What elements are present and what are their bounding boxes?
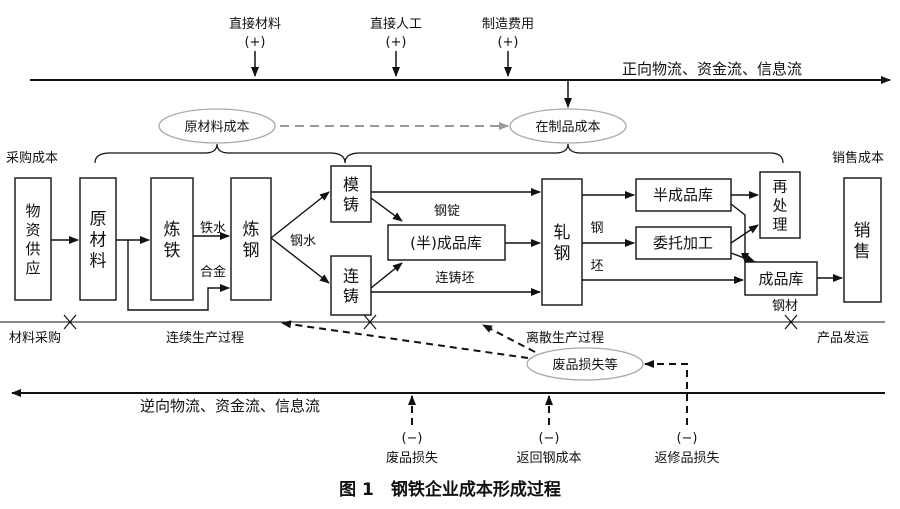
box-iron-label: 炼铁: [164, 220, 181, 261]
top-input-sign: (+): [244, 35, 265, 50]
figure-caption: 图 1 钢铁企业成本形成过程: [339, 479, 561, 500]
box-finished: [744, 261, 818, 296]
box-supply: [14, 177, 52, 301]
box-steel: [230, 177, 272, 301]
arrow-outsource-finished: [730, 252, 756, 263]
arrow-cont-store: [370, 262, 403, 289]
sales-cost-label: 销售成本: [832, 150, 884, 166]
box-semi-product-label: 半成品库: [653, 186, 713, 204]
box-sales: [843, 177, 882, 303]
top-input-material: 直接材料 (+): [229, 16, 281, 77]
bottom-input-sign: (−): [401, 431, 422, 446]
box-cont-casting: [330, 255, 372, 316]
top-input-label: 直接材料: [229, 16, 281, 32]
label-molten-iron: 铁水: [200, 221, 226, 236]
box-outsource-label: 委托加工: [653, 234, 713, 252]
box-semi-store-label: (半)成品库: [410, 234, 482, 252]
rework-loss-arrow: [644, 360, 688, 425]
top-input-label: 直接人工: [370, 16, 422, 32]
arrow-steel-cont: [270, 237, 330, 284]
purchase-cost-label: 采购成本: [6, 150, 58, 166]
box-rolling: [541, 178, 583, 306]
top-input-labor: 直接人工 (+): [370, 16, 422, 77]
loss-to-discrete-arrow: [482, 324, 536, 353]
label-steel-product: 钢材: [772, 299, 798, 314]
wip-cost-brace: [344, 143, 784, 164]
bottom-input-sign: (−): [676, 431, 697, 446]
label-roll-blank: 坯: [590, 259, 603, 274]
arrow-semi-finished: [730, 203, 749, 263]
forward-flow-label: 正向物流、资金流、信息流: [622, 60, 802, 78]
box-finished-label: 成品库: [758, 270, 803, 288]
raw-cost-label: 原材料成本: [184, 120, 249, 135]
bottom-input-label: 返修品损失: [654, 451, 719, 466]
label-alloy: 合金: [200, 264, 226, 280]
label-molten-steel: 钢水: [290, 234, 316, 249]
stage-purchase: 材料采购: [9, 330, 61, 346]
loss-ellipse: [526, 347, 644, 381]
stage-continuous: 连续生产过程: [166, 330, 244, 346]
box-cont-casting-label: 连铸: [343, 267, 359, 306]
arrow-steel-mold: [270, 191, 330, 239]
box-steel-label: 炼钢: [243, 220, 260, 261]
box-raw-material: [79, 177, 117, 301]
label-roll-steel: 钢: [590, 221, 603, 236]
box-sales-label: 销售: [854, 221, 871, 262]
reverse-flow-label: 逆向物流、资金流、信息流: [140, 397, 320, 415]
bottom-input-label: 废品损失: [386, 450, 438, 466]
top-input-label: 制造费用: [482, 17, 534, 32]
box-mold-casting-label: 模铸: [343, 175, 359, 214]
label-ingot: 钢锭: [434, 204, 460, 219]
loss-to-continuous-arrow: [281, 320, 529, 359]
loss-label: 废品损失等: [552, 357, 617, 373]
raw-cost-ellipse: [158, 108, 276, 144]
box-reprocess-label: 再处理: [772, 178, 787, 234]
bottom-input-sign: (−): [538, 431, 559, 446]
box-iron: [150, 177, 194, 301]
label-billet: 连铸坯: [435, 270, 474, 286]
arrow-raw-alloy: [127, 240, 230, 311]
top-input-overhead: 制造费用 (+): [482, 17, 534, 77]
wip-cost-label: 在制品成本: [535, 120, 600, 135]
box-outsource: [635, 226, 732, 260]
box-rolling-label: 轧钢: [554, 223, 571, 264]
stage-shipping: 产品发运: [817, 330, 869, 346]
wip-cost-ellipse: [509, 108, 627, 144]
stage-discrete: 离散生产过程: [526, 330, 604, 346]
raw-cost-brace: [94, 143, 346, 164]
box-semi-product: [635, 178, 732, 212]
top-input-sign: (+): [497, 35, 518, 50]
arrow-mold-store: [370, 197, 403, 222]
box-supply-label: 物资供应: [25, 202, 40, 277]
bottom-input-label: 返回钢成本: [516, 451, 581, 466]
box-raw-material-label: 原材料: [90, 210, 107, 272]
box-reprocess: [759, 171, 801, 239]
top-input-sign: (+): [385, 35, 406, 50]
box-mold-casting: [330, 165, 372, 223]
